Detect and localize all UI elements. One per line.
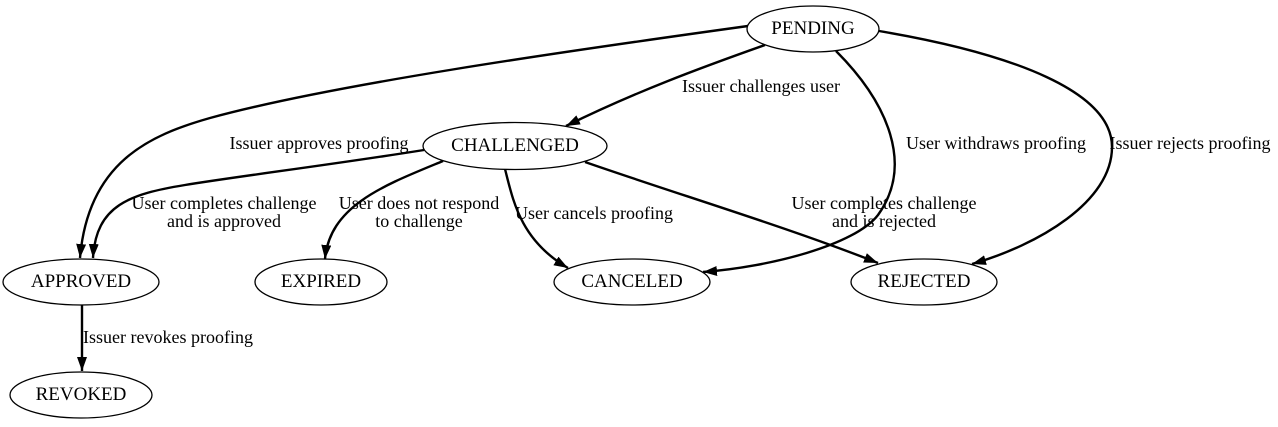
edge-pending-challenged-label: Issuer challenges user [682, 76, 840, 96]
node-revoked-label: REVOKED [35, 384, 127, 405]
node-rejected-label: REJECTED [877, 271, 971, 292]
node-challenged-label: CHALLENGED [451, 135, 579, 156]
edge-challenged-approved-arrow [88, 148, 425, 259]
edge-challenged-expired-arrow [321, 159, 444, 260]
node-pending-label: PENDING [771, 18, 855, 39]
edge-pending-canceled-arrow [702, 50, 896, 276]
node-approved-ellipse [2, 258, 160, 306]
node-canceled-ellipse [553, 258, 711, 306]
edge-challenged-canceled-label: User cancels proofing [515, 203, 673, 223]
node-expired-ellipse [254, 258, 388, 306]
node-challenged-ellipse [422, 121, 608, 171]
edge-pending-rejected-label: Issuer rejects proofing [1109, 133, 1271, 153]
edge-pending-approved-arrow [76, 24, 749, 259]
node-revoked-ellipse [9, 371, 153, 419]
node-rejected-ellipse [850, 258, 998, 306]
node-approved-label: APPROVED [30, 271, 132, 292]
node-expired-label: EXPIRED [280, 271, 362, 292]
edge-pending-challenged-arrow [565, 43, 766, 128]
edge-challenged-rejected-label: User completes challenge and is rejected [791, 193, 977, 231]
node-canceled-label: CANCELED [581, 271, 683, 292]
edge-challenged-canceled-arrow [503, 168, 569, 270]
edge-pending-canceled-label: User withdraws proofing [906, 133, 1086, 153]
edge-pending-approved-label: Issuer approves proofing [229, 133, 409, 153]
edge-pending-rejected-arrow [878, 29, 1114, 266]
edge-challenged-approved-label: User completes challenge and is approved [131, 193, 317, 231]
edge-approved-revoked-label: Issuer revokes proofing [83, 327, 253, 347]
edge-challenged-expired-label: User does not respond to challenge [338, 193, 500, 231]
node-pending-ellipse [746, 5, 880, 53]
edge-challenged-rejected-arrow [584, 160, 879, 265]
